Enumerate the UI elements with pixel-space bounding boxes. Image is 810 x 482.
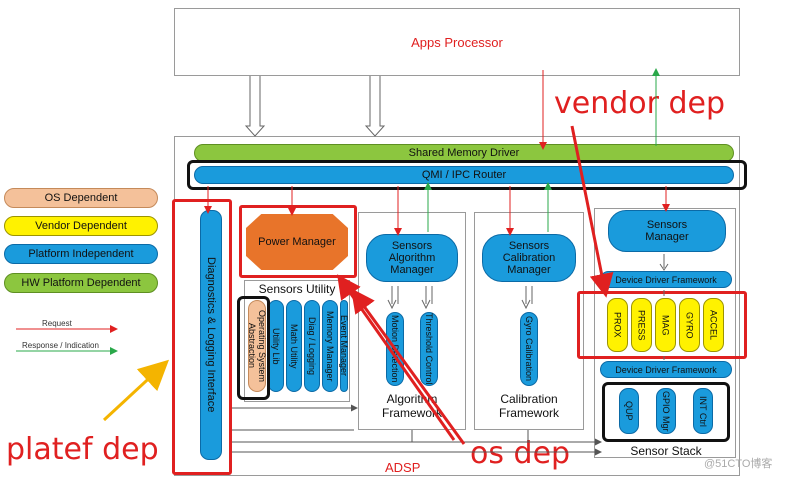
os-pointer-arrow-power (337, 274, 456, 441)
legend-vendor-dependent: Vendor Dependent (4, 216, 158, 236)
vendor-pointer-arrow (570, 125, 614, 298)
threshold-control: Threshold Control (420, 312, 438, 386)
power-manager-label: Power Manager (258, 236, 336, 248)
qmi-ipc-router: QMI / IPC Router (194, 166, 734, 184)
sensors-calibration-manager: Sensors Calibration Manager (482, 234, 576, 282)
legend-platform-independent: Platform Independent (4, 244, 158, 264)
apps-to-adsp-arrows (244, 76, 386, 137)
gyro-calibration: Gyro Calibration (520, 312, 538, 386)
memory-manager: Memory Manager (322, 300, 338, 392)
driver-press: PRESS (631, 298, 652, 352)
manager-to-item-arrows (387, 254, 669, 360)
watermark: @51CTO博客 (704, 458, 773, 470)
diagnostics-logging-interface: Diagnostics & Logging Interface (200, 210, 222, 460)
vendor-dep-annotation: vendor dep (554, 86, 726, 121)
qup: QUP (619, 388, 639, 434)
os-abstraction: Operating System Abstraction (247, 300, 267, 392)
sensor-stack-box (602, 382, 730, 442)
device-driver-framework-bottom: Device Driver Framework (600, 361, 732, 378)
platef-dep-annotation: platef dep (6, 432, 159, 467)
driver-mag: MAG (655, 298, 676, 352)
os-highlight-utility (237, 296, 270, 400)
legend-os-dependent: OS Dependent (4, 188, 158, 208)
diag-logging: Diag / Logging (304, 300, 320, 392)
sensors-algorithm-manager: Sensors Algorithm Manager (366, 234, 458, 282)
legend-response-label: Response / Indication (22, 341, 99, 350)
sensor-stack-title: Sensor Stack (630, 444, 702, 458)
os-highlight-power (239, 205, 357, 278)
algorithm-framework-label: Algorithm Framework (381, 392, 442, 420)
power-manager: Power Manager (246, 214, 348, 270)
bottom-bus-arrows (232, 404, 602, 456)
sensors-utility-title: Sensors Utility (258, 282, 336, 296)
calibration-framework-label: Calibration Framework (498, 392, 559, 420)
platef-pointer-arrow (102, 359, 170, 422)
legend-request-label: Request (42, 319, 72, 328)
apps-processor-box: Apps Processor (174, 8, 740, 76)
driver-gyro: GYRO (679, 298, 700, 352)
math-utility: Math Utility (286, 300, 302, 392)
platform-highlight-box (172, 199, 232, 475)
int-ctrl: INT Ctrl (693, 388, 713, 434)
gpio-mgr: GPIO Mgr (656, 388, 676, 434)
device-driver-framework-top: Device Driver Framework (600, 271, 732, 288)
driver-accel: ACCEL (703, 298, 724, 352)
apps-processor-label: Apps Processor (411, 34, 503, 50)
legend-hw-platform-dependent: HW Platform Dependent (4, 273, 158, 293)
adsp-label: ADSP (385, 460, 421, 475)
qmi-highlight-box (187, 160, 747, 190)
vendor-highlight-box (577, 291, 747, 359)
driver-prox: PROX (607, 298, 628, 352)
os-pointer-arrow-utility (350, 288, 466, 445)
